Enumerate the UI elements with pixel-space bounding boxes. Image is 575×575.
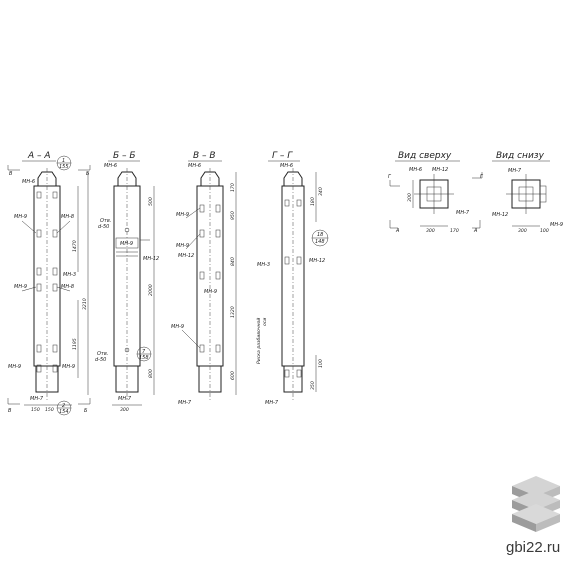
tag: МН-12 bbox=[178, 253, 194, 259]
tag: МН-9 bbox=[171, 324, 184, 330]
tag: МН-7 bbox=[118, 396, 132, 402]
tag: МН-12 bbox=[432, 167, 448, 173]
dim: 150 bbox=[45, 407, 54, 413]
dim: 600 bbox=[230, 371, 236, 380]
dim: 3210 bbox=[82, 298, 88, 310]
dim: 100 bbox=[540, 228, 549, 234]
dim: 300 bbox=[426, 228, 435, 234]
section-vv-title: В – В bbox=[193, 151, 216, 161]
tag: МН-9 bbox=[176, 243, 189, 249]
opening-size: d-50 bbox=[95, 357, 106, 363]
axis-mark-note: Риска разбивочной bbox=[256, 318, 262, 364]
tag: МН-9 bbox=[8, 364, 21, 370]
tag: МН-7 bbox=[508, 168, 522, 174]
watermark-logo bbox=[512, 476, 560, 532]
section-bb: Б – Б МН-6 МН-12 МН-9 МН-7 Отв. d-50 Отв… bbox=[95, 151, 159, 413]
svg-text:А: А bbox=[473, 228, 478, 234]
view-top-title: Вид сверху bbox=[398, 151, 452, 161]
dim: 350 bbox=[310, 381, 316, 390]
svg-text:В: В bbox=[9, 171, 13, 177]
section-gg-title: Г – Г bbox=[272, 151, 293, 161]
dim: 170 bbox=[450, 228, 459, 234]
svg-text:158: 158 bbox=[139, 355, 149, 361]
dim: 2000 bbox=[148, 284, 154, 296]
dim: 950 bbox=[230, 211, 236, 220]
tag: МН-12 bbox=[492, 212, 508, 218]
svg-text:18: 18 bbox=[317, 232, 323, 238]
axis-mark-note: оси bbox=[263, 318, 268, 326]
tag: МН-12 bbox=[309, 258, 325, 264]
tag: МН-8 bbox=[61, 214, 74, 220]
tag: МН-9 bbox=[14, 214, 27, 220]
tag: МН-6 bbox=[280, 163, 293, 169]
dim: 340 bbox=[318, 187, 324, 196]
tag: МН-6 bbox=[188, 163, 201, 169]
dim: 180 bbox=[310, 197, 316, 206]
tag: МН-6 bbox=[409, 167, 422, 173]
svg-text:7: 7 bbox=[142, 349, 146, 355]
svg-text:1: 1 bbox=[62, 158, 65, 164]
svg-text:Б: Б bbox=[84, 408, 88, 414]
svg-text:155: 155 bbox=[59, 164, 69, 170]
tag: МН-7 bbox=[178, 400, 192, 406]
tag: МН-12 bbox=[143, 256, 159, 262]
dim: 100 bbox=[318, 359, 324, 368]
section-gg: Г – Г МН-6 МН-3 МН-12 МН-7 18 148 Риска … bbox=[256, 151, 329, 406]
dim: 800 bbox=[148, 369, 154, 378]
dim: 300 bbox=[518, 228, 527, 234]
dim: 1195 bbox=[72, 338, 78, 350]
svg-text:В: В bbox=[8, 408, 12, 414]
tag: МН-7 bbox=[265, 400, 279, 406]
section-aa-title: А – А bbox=[27, 151, 51, 161]
section-aa: А – А 1 155 В Б МН-6 МН-9 МН-8 МН-3 МН-9… bbox=[7, 151, 91, 416]
dim: 170 bbox=[230, 183, 236, 192]
tag: МН-9 bbox=[176, 212, 189, 218]
opening-label: Отв. bbox=[97, 351, 108, 357]
dim: 840 bbox=[230, 257, 236, 266]
dim: 500 bbox=[148, 197, 154, 206]
svg-text:А: А bbox=[395, 228, 400, 234]
opening-label: Отв. bbox=[100, 218, 111, 224]
tag: МН-3 bbox=[63, 272, 76, 278]
section-vv: В – В МН-6 МН-9 МН-9 МН-12 МН-9 МН-9 МН-… bbox=[171, 151, 237, 406]
dim: 1320 bbox=[230, 306, 236, 318]
view-top: Вид сверху МН-6 МН-12 МН-7 300 300 170 Г… bbox=[388, 151, 484, 234]
svg-text:148: 148 bbox=[315, 239, 325, 245]
tag: МН-9 bbox=[550, 222, 563, 228]
view-bottom: Вид снизу МН-7 МН-12 МН-9 300 100 bbox=[492, 151, 563, 234]
view-bottom-title: Вид снизу bbox=[496, 151, 545, 161]
dim: 150 bbox=[31, 407, 40, 413]
opening-size: d-50 bbox=[98, 224, 109, 230]
tag: МН-9 bbox=[120, 241, 133, 247]
tag: МН-9 bbox=[62, 364, 75, 370]
tag: МН-9 bbox=[204, 289, 217, 295]
dim: 1470 bbox=[72, 240, 78, 252]
tag: МН-7 bbox=[456, 210, 470, 216]
tag: МН-3 bbox=[257, 262, 270, 268]
tag: МН-6 bbox=[104, 163, 117, 169]
dim: 300 bbox=[120, 407, 129, 413]
tag: МН-9 bbox=[14, 284, 27, 290]
section-bb-title: Б – Б bbox=[113, 151, 136, 161]
svg-text:2: 2 bbox=[62, 403, 65, 409]
dim: 300 bbox=[407, 193, 413, 202]
svg-text:154: 154 bbox=[59, 409, 69, 415]
watermark-text: gbi22.ru bbox=[506, 539, 560, 556]
tag: МН-7 bbox=[30, 396, 44, 402]
tag: МН-6 bbox=[22, 179, 35, 185]
tag: МН-8 bbox=[61, 284, 74, 290]
svg-text:Г: Г bbox=[388, 174, 392, 180]
